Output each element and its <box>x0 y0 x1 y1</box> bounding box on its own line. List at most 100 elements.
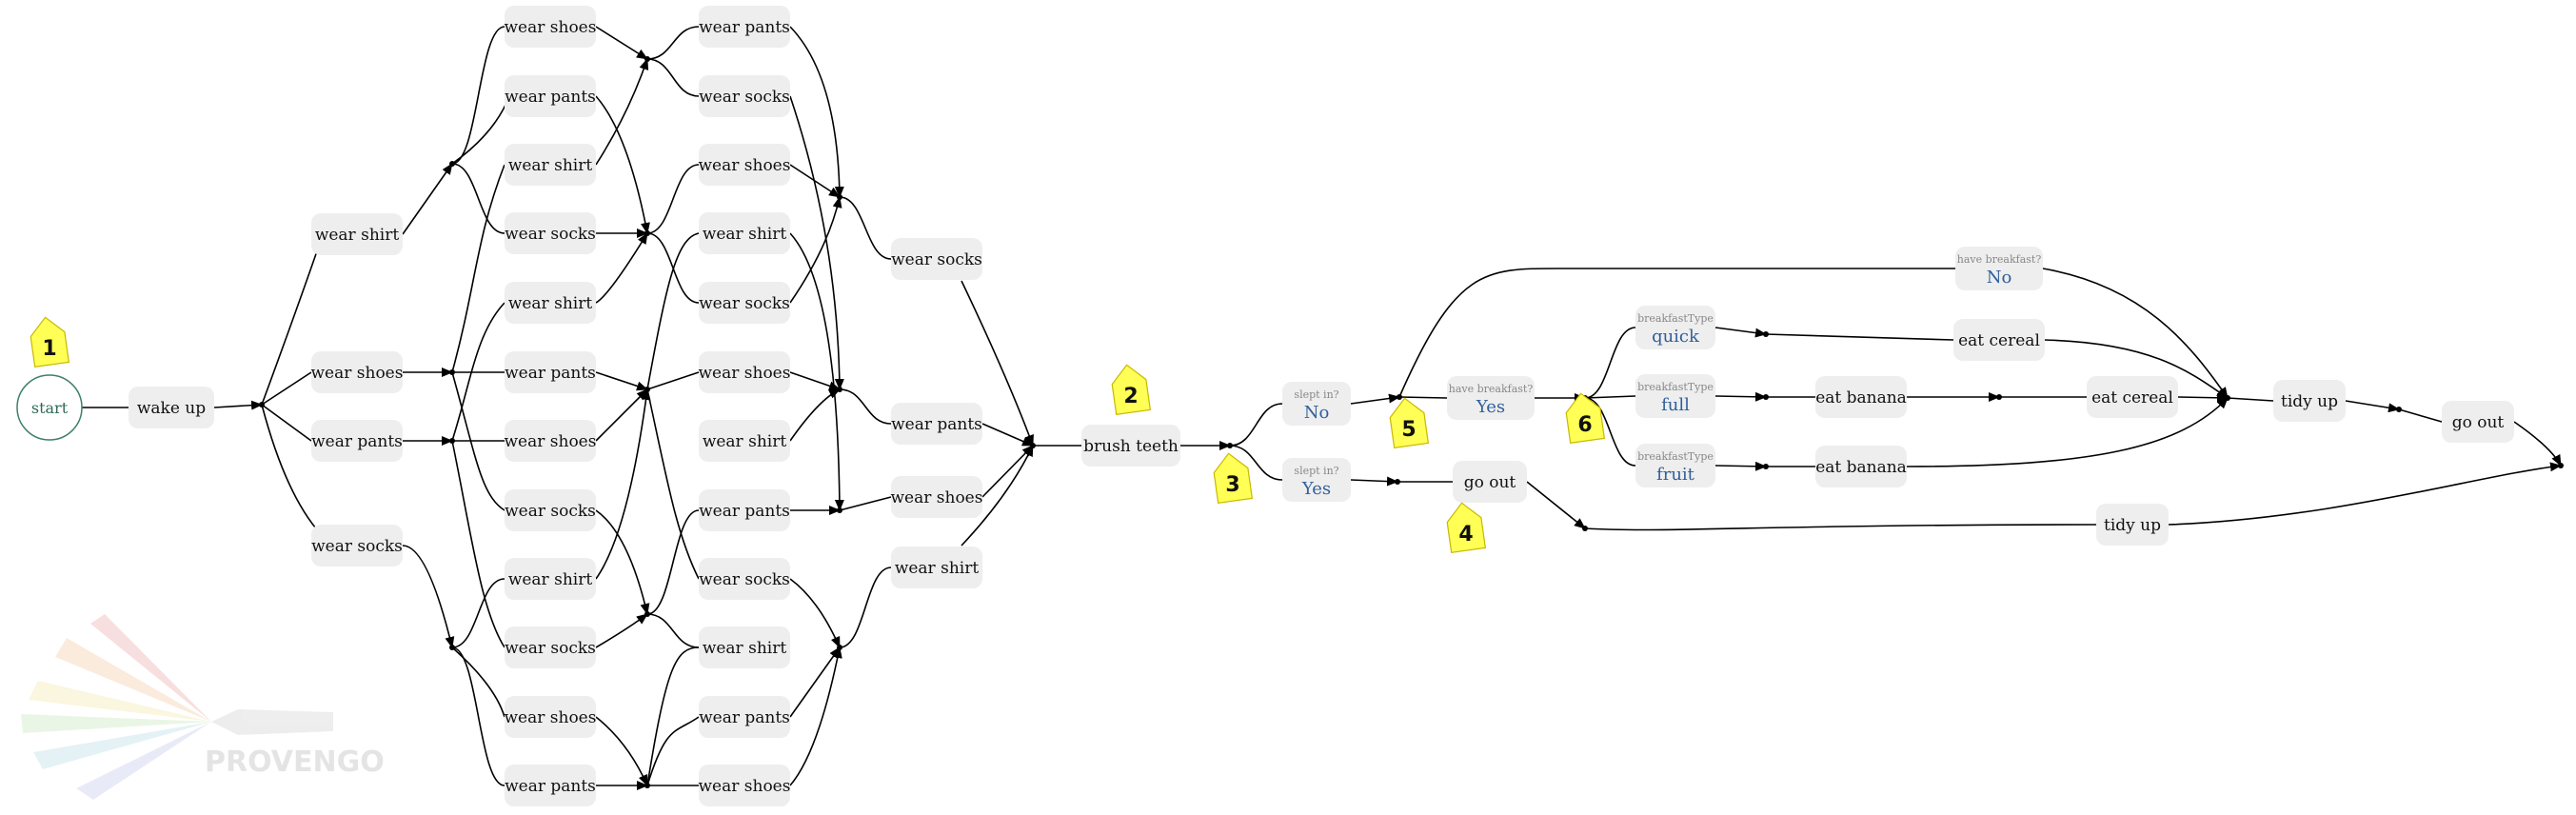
node-go-out-end[interactable]: go out <box>2442 401 2514 443</box>
node-c3-shoes-a[interactable]: wear shoes <box>699 144 791 186</box>
node-c3-socks-b[interactable]: wear socks <box>699 282 790 324</box>
node-label: tidy up <box>2281 392 2338 411</box>
node-eat-banana-full[interactable]: eat banana <box>1815 376 1907 418</box>
junction-dot <box>644 387 650 392</box>
callout-5: 5 <box>1389 397 1430 449</box>
edge <box>2044 339 2229 399</box>
choice-question: breakfastType <box>1637 381 1714 393</box>
choice-question: slept in? <box>1294 388 1338 401</box>
edge <box>261 404 322 535</box>
node-c3-shirt-b[interactable]: wear shirt <box>699 420 790 462</box>
choice-breakfast-no[interactable]: have breakfast?No <box>1955 247 2043 290</box>
node-c4-shirt[interactable]: wear shirt <box>891 547 982 588</box>
node-label: wear shirt <box>895 559 980 578</box>
node-c4-pants[interactable]: wear pants <box>891 403 982 445</box>
node-c2-shirt-b[interactable]: wear shirt <box>505 282 596 324</box>
node-c2-socks-b[interactable]: wear socks <box>505 489 596 531</box>
node-label: wear pants <box>699 708 790 727</box>
choice-type-full[interactable]: breakfastType full <box>1635 374 1715 418</box>
choice-value: full <box>1661 395 1690 415</box>
node-c2-socks-c[interactable]: wear socks <box>505 626 596 668</box>
node-label: wear shirt <box>703 639 787 658</box>
node-c3-socks-c[interactable]: wear socks <box>699 558 790 600</box>
node-n1-shirt[interactable]: wear shirt <box>311 213 403 255</box>
choice-slept-yes[interactable]: slept in?Yes <box>1282 458 1351 502</box>
node-brush-teeth[interactable]: brush teeth <box>1081 425 1180 467</box>
node-c3-shirt-c[interactable]: wear shirt <box>699 626 790 668</box>
junction-dot <box>1996 394 2002 400</box>
provengo-logo: PROVENGO <box>21 614 385 800</box>
start-node[interactable]: start <box>16 374 83 441</box>
node-c2-pants-c[interactable]: wear pants <box>505 765 596 806</box>
node-eat-cereal-full[interactable]: eat cereal <box>2087 376 2178 418</box>
edge <box>789 95 844 390</box>
node-c2-pants-b[interactable]: wear pants <box>505 351 596 393</box>
node-n1-shoes[interactable]: wear shoes <box>311 351 404 393</box>
callout-4: 4 <box>1446 502 1487 554</box>
node-label: eat cereal <box>1958 331 2040 350</box>
edge <box>595 371 648 391</box>
node-n1-pants[interactable]: wear pants <box>311 420 403 462</box>
junction-dot <box>644 611 650 617</box>
node-n1-socks[interactable]: wear socks <box>311 525 403 567</box>
choice-breakfast-yes[interactable]: have breakfast?Yes <box>1447 376 1535 420</box>
node-tidy-up-main[interactable]: tidy up <box>2273 380 2346 422</box>
node-c2-shirt-c[interactable]: wear shirt <box>505 558 596 600</box>
node-c2-shirt-a[interactable]: wear shirt <box>505 144 596 186</box>
node-label: wear shoes <box>311 364 404 383</box>
edge <box>213 400 263 410</box>
node-tidy-up-bottom[interactable]: tidy up <box>2096 504 2169 546</box>
node-c4-shoes[interactable]: wear shoes <box>891 476 983 518</box>
node-label: wear socks <box>505 639 596 658</box>
node-c4-socks[interactable]: wear socks <box>891 238 982 280</box>
edge <box>839 567 892 648</box>
edge <box>789 196 842 304</box>
node-c2-pants-a[interactable]: wear pants <box>505 75 596 117</box>
choice-slept-no[interactable]: slept in?No <box>1282 382 1351 426</box>
node-label: wear shoes <box>699 156 791 175</box>
edge <box>2168 462 2562 526</box>
choice-question: have breakfast? <box>1957 253 2042 266</box>
node-c3-pants-a[interactable]: wear pants <box>699 6 790 48</box>
edge <box>402 163 453 235</box>
node-c3-socks-a[interactable]: wear socks <box>699 75 790 117</box>
junction-dot <box>449 161 455 167</box>
node-eat-banana-fruit[interactable]: eat banana <box>1815 446 1907 487</box>
node-label: wake up <box>137 399 206 418</box>
node-c3-shoes-c[interactable]: wear shoes <box>699 765 791 806</box>
edge <box>2513 421 2562 467</box>
node-eat-cereal-top[interactable]: eat cereal <box>1953 319 2045 361</box>
junction-dot <box>1763 464 1769 469</box>
node-label: wear socks <box>699 88 790 107</box>
edge <box>1584 395 1636 399</box>
node-label: wear pants <box>505 364 596 383</box>
junction-dot <box>1395 479 1400 485</box>
edge <box>595 232 648 304</box>
edge <box>595 95 650 234</box>
node-c3-shirt-a[interactable]: wear shirt <box>699 212 790 254</box>
node-c3-shoes-b[interactable]: wear shoes <box>699 351 791 393</box>
edge <box>595 388 651 580</box>
node-c2-socks-a[interactable]: wear socks <box>505 212 596 254</box>
node-wake-up[interactable]: wake up <box>129 387 214 428</box>
node-c3-pants-b[interactable]: wear pants <box>699 489 790 531</box>
edge <box>451 164 505 373</box>
edge <box>595 58 649 166</box>
edge <box>646 716 700 786</box>
node-c3-pants-c[interactable]: wear pants <box>699 696 790 738</box>
node-c2-shoes-a[interactable]: wear shoes <box>505 6 597 48</box>
edge <box>2042 268 2229 399</box>
start-label: start <box>31 399 69 417</box>
node-label: wear pants <box>311 432 403 451</box>
node-go-out-mid[interactable]: go out <box>1453 461 1527 503</box>
node-c2-shoes-b[interactable]: wear shoes <box>505 420 597 462</box>
edge <box>646 164 700 234</box>
logo-text: PROVENGO <box>205 745 385 779</box>
edge <box>451 440 505 648</box>
callout-number: 2 <box>1123 385 1138 408</box>
node-c2-shoes-c[interactable]: wear shoes <box>505 696 597 738</box>
junction-dot <box>449 438 455 444</box>
junction-dot <box>837 194 842 200</box>
